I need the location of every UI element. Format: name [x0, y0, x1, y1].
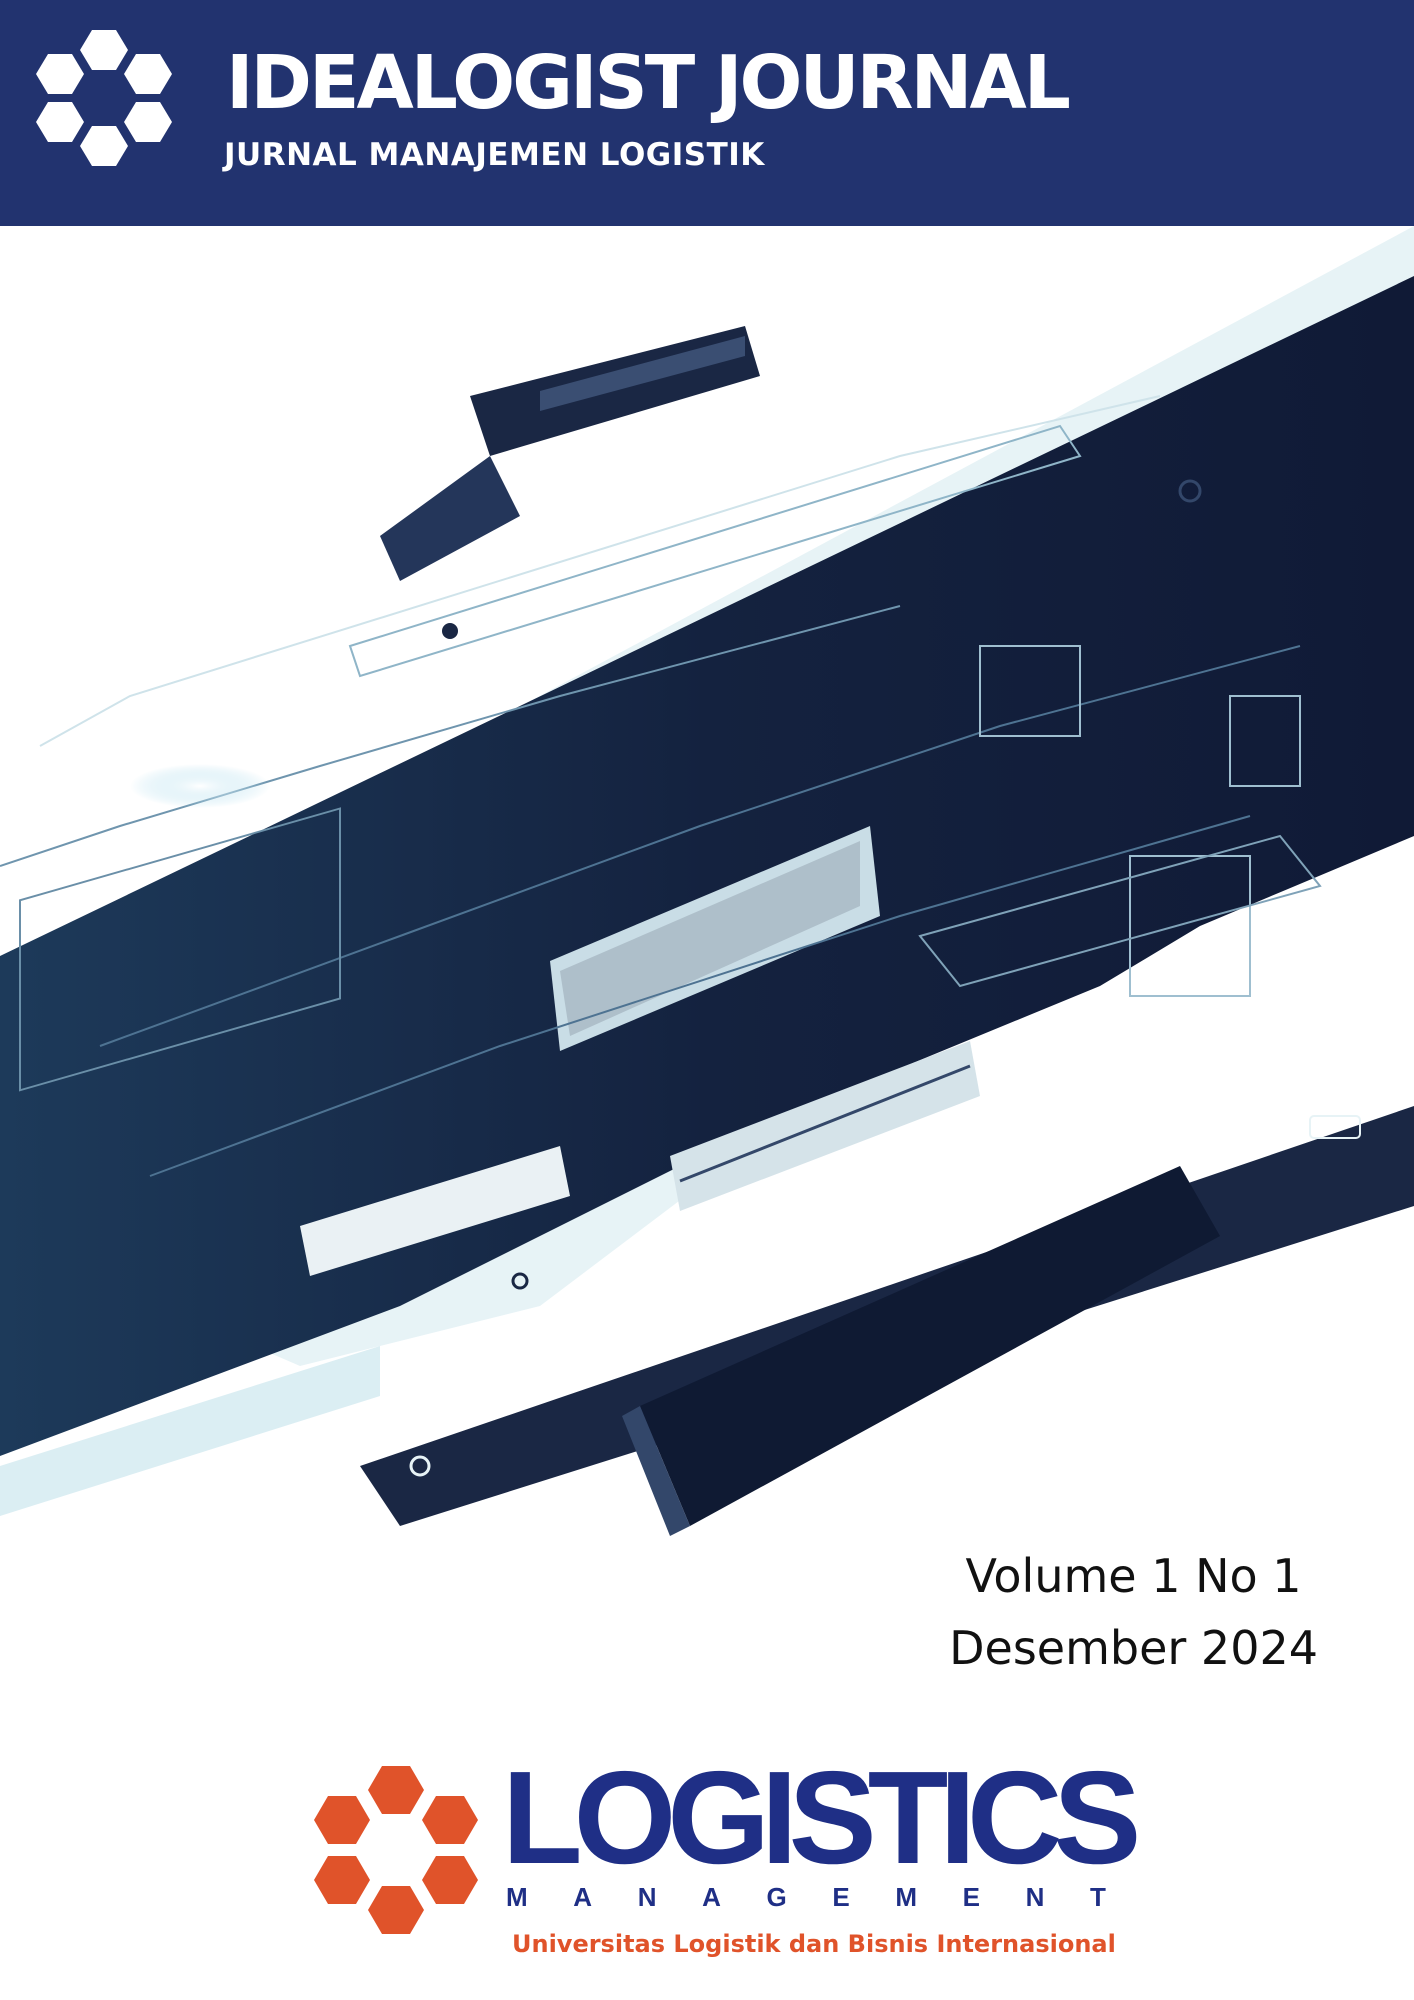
issue-date: Desember 2024: [949, 1621, 1318, 1675]
university-name: Universitas Logistik dan Bisnis Internas…: [512, 1930, 1116, 1958]
logistics-circuit-illustration: [0, 226, 1414, 1536]
journal-title: IDEALOGIST JOURNAL: [226, 40, 1071, 126]
brand-sub-letter: M: [506, 1882, 528, 1912]
journal-header: IDEALOGIST JOURNAL JURNAL MANAJEMEN LOGI…: [0, 0, 1414, 226]
brand-sub-letter: A: [702, 1882, 721, 1912]
hexagon-cluster-icon: [36, 30, 172, 166]
journal-subtitle: JURNAL MANAJEMEN LOGISTIK: [224, 137, 765, 173]
brand-sub-letter: N: [1025, 1882, 1045, 1912]
brand-sub-letter: G: [766, 1882, 787, 1912]
brand-sub-letter: N: [637, 1882, 657, 1912]
brand-sub-letter: T: [1090, 1882, 1106, 1912]
brand-sub-letter: E: [962, 1882, 980, 1912]
hexagon-cluster-icon: [314, 1766, 478, 1934]
brand-sub-letter: A: [573, 1882, 593, 1912]
issue-volume: Volume 1 No 1: [965, 1549, 1302, 1603]
issue-info: Volume 1 No 1 Desember 2024: [949, 1540, 1318, 1684]
brand-sub-letter: E: [832, 1882, 850, 1912]
brand-sub-letter: M: [895, 1882, 918, 1912]
publisher-brand-sub: M A N A G E M E N T: [506, 1884, 1106, 1910]
publisher-brand: LOGISTICS: [502, 1744, 1141, 1891]
